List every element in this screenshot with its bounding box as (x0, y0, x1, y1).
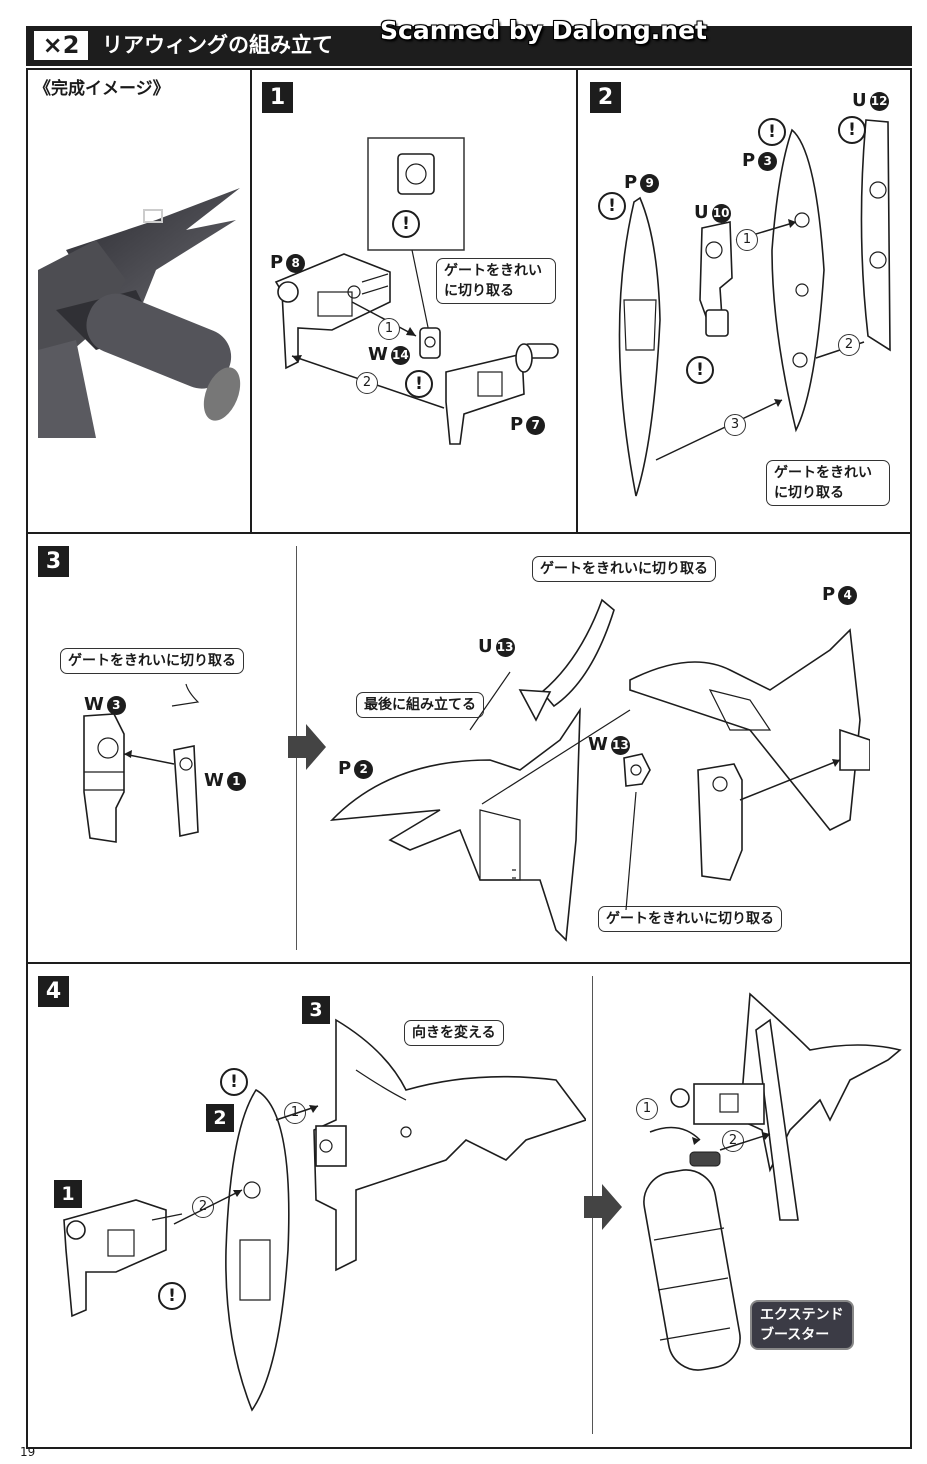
part-number: 1 (226, 772, 246, 791)
sequence-1: 1 (636, 1098, 658, 1120)
warning-icon: ! (392, 210, 420, 238)
callout-line: に切り取る (444, 283, 514, 299)
part-prefix: P (822, 584, 836, 605)
watermark: Scanned by Dalong.net (380, 16, 708, 45)
quantity-badge: ×2 (34, 31, 88, 60)
next-step-arrow (288, 724, 326, 770)
part-number: 9 (640, 174, 660, 193)
callout-line: ゲートをきれい (444, 263, 542, 279)
sequence-2: 2 (838, 334, 860, 356)
gate-cut-callout: ゲートをきれい に切り取る (436, 258, 556, 304)
sequence-1: 1 (736, 229, 758, 251)
part-number: 13 (610, 736, 630, 755)
callout-line: ゲートをきれい (774, 465, 872, 481)
step-4a-diagram (63, 1018, 586, 1412)
part-prefix: P (270, 252, 284, 273)
part-number: 12 (869, 92, 889, 111)
change-direction-callout: 向きを変える (404, 1020, 504, 1046)
warning-icon: ! (158, 1282, 186, 1310)
warning-icon: ! (758, 118, 786, 146)
part-prefix: P (338, 758, 352, 779)
part-number: 2 (354, 760, 374, 779)
part-number: 4 (838, 586, 858, 605)
part-prefix: U (694, 202, 709, 223)
sub-assembly-3-tag: 3 (302, 996, 330, 1024)
part-number: 10 (711, 204, 731, 223)
part-prefix: P (742, 150, 756, 171)
sequence-1: 1 (378, 318, 400, 340)
divider (576, 68, 578, 534)
part-prefix: P (624, 172, 638, 193)
extend-booster-callout: エクステンド ブースター (750, 1300, 854, 1350)
warning-icon: ! (686, 356, 714, 384)
part-number: 8 (286, 254, 306, 273)
step-2-number: 2 (590, 82, 621, 113)
gate-cut-callout: ゲートをきれい に切り取る (766, 460, 890, 506)
sequence-2: 2 (722, 1130, 744, 1152)
gate-cut-callout: ゲートをきれいに切り取る (60, 648, 244, 674)
part-prefix: W (84, 694, 104, 715)
warning-icon: ! (405, 370, 433, 398)
part-number: 14 (390, 346, 410, 365)
completed-image-label: 《完成イメージ》 (34, 79, 170, 99)
sub-assembly-2-tag: 2 (206, 1104, 234, 1132)
callout-line: ブースター (760, 1327, 830, 1343)
part-number: 13 (495, 638, 515, 657)
page-number: 19 (20, 1445, 36, 1459)
warning-icon: ! (598, 192, 626, 220)
divider (250, 68, 252, 534)
warning-icon: ! (220, 1068, 248, 1096)
part-prefix: W (588, 734, 608, 755)
sub-assembly-1-tag: 1 (54, 1180, 82, 1208)
warning-icon: ! (838, 116, 866, 144)
section-title: リアウィングの組み立て (102, 33, 333, 57)
next-step-arrow (584, 1184, 622, 1230)
part-prefix: W (368, 344, 388, 365)
callout-line: に切り取る (774, 485, 844, 501)
part-number: 3 (758, 152, 778, 171)
part-prefix: W (204, 770, 224, 791)
step-4-number: 4 (38, 976, 69, 1007)
gate-cut-callout: ゲートをきれいに切り取る (532, 556, 716, 582)
sequence-2: 2 (356, 372, 378, 394)
sequence-3: 3 (724, 414, 746, 436)
callout-line: エクステンド (760, 1307, 844, 1323)
step-1-number: 1 (262, 82, 293, 113)
step-2-diagram (618, 119, 891, 497)
part-prefix: U (852, 90, 867, 111)
step-3-number: 3 (38, 546, 69, 577)
gate-cut-callout: ゲートをきれいに切り取る (598, 906, 782, 932)
step-3b-diagram (330, 598, 870, 942)
part-number: 3 (106, 696, 126, 715)
part-prefix: P (510, 414, 524, 435)
step4-frame (26, 962, 912, 1449)
step-3a-diagram (83, 683, 200, 843)
step-4b-diagram (643, 992, 902, 1371)
completed-image-photo (38, 188, 241, 438)
part-prefix: U (478, 636, 493, 657)
section-header (26, 26, 912, 66)
assemble-last-callout: 最後に組み立てる (356, 692, 484, 718)
part-number: 7 (526, 416, 546, 435)
